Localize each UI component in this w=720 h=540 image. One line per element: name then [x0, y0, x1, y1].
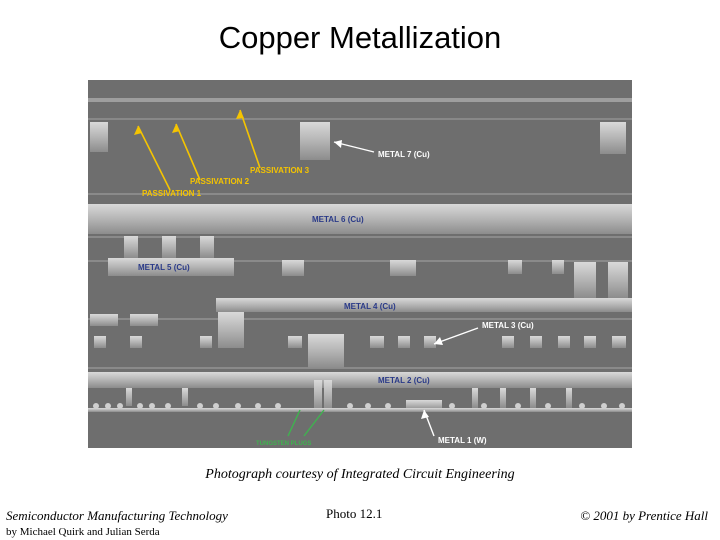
metal-1-features [88, 380, 632, 412]
metal-2-label: METAL 2 (Cu) [378, 376, 430, 385]
dielectric-line [88, 318, 632, 320]
footer-book-title: Semiconductor Manufacturing Technology [6, 508, 228, 523]
passivation-2-label: PASSIVATION 2 [190, 177, 250, 186]
metal-3-label: METAL 3 (Cu) [482, 321, 534, 330]
metal-7-features [90, 122, 626, 160]
dielectric-line [88, 236, 632, 238]
metal-1-label: METAL 1 (W) [438, 436, 487, 445]
footer-copyright: © 2001 by Prentice Hall [580, 508, 708, 523]
passivation-arrowheads [134, 110, 244, 135]
passivation-1-label: PASSIVATION 1 [142, 189, 202, 198]
metal-6-label: METAL 6 (Cu) [312, 215, 364, 224]
passivation-3-label: PASSIVATION 3 [250, 166, 310, 175]
passivation-layer-3 [88, 98, 632, 102]
metal-4-label: METAL 4 (Cu) [344, 302, 396, 311]
metal-5-label: METAL 5 (Cu) [138, 263, 190, 272]
tungsten-plugs [93, 403, 625, 409]
metal-2-line [88, 372, 632, 388]
metal-6-line [88, 204, 632, 234]
metal-arrowheads [334, 140, 443, 419]
metal-7-label: METAL 7 (Cu) [378, 150, 430, 159]
metal-3-features [94, 334, 626, 368]
tungsten-plug-arrows [287, 409, 325, 437]
footer-photo-number: Photo 12.1 [326, 506, 383, 521]
slide-title: Copper Metallization [218, 20, 502, 55]
micrograph-drawing: PASSIVATION 1 PASSIVATION 2 PASSIVATION … [88, 80, 632, 448]
passivation-arrows [137, 109, 261, 191]
metal-5-features [108, 236, 628, 298]
dielectric-line [88, 193, 632, 195]
footer-authors: by Michael Quirk and Julian Serda [6, 526, 160, 538]
dielectric-line [88, 367, 632, 369]
metal-4-features [90, 298, 632, 348]
tungsten-plugs-label: TUNGSTEN PLUGS [256, 441, 311, 447]
dielectric-line [88, 260, 632, 262]
sem-micrograph: PASSIVATION 1 PASSIVATION 2 PASSIVATION … [88, 80, 632, 448]
passivation-layer-2 [88, 118, 632, 120]
photo-caption: Photograph courtesy of Integrated Circui… [205, 467, 515, 482]
